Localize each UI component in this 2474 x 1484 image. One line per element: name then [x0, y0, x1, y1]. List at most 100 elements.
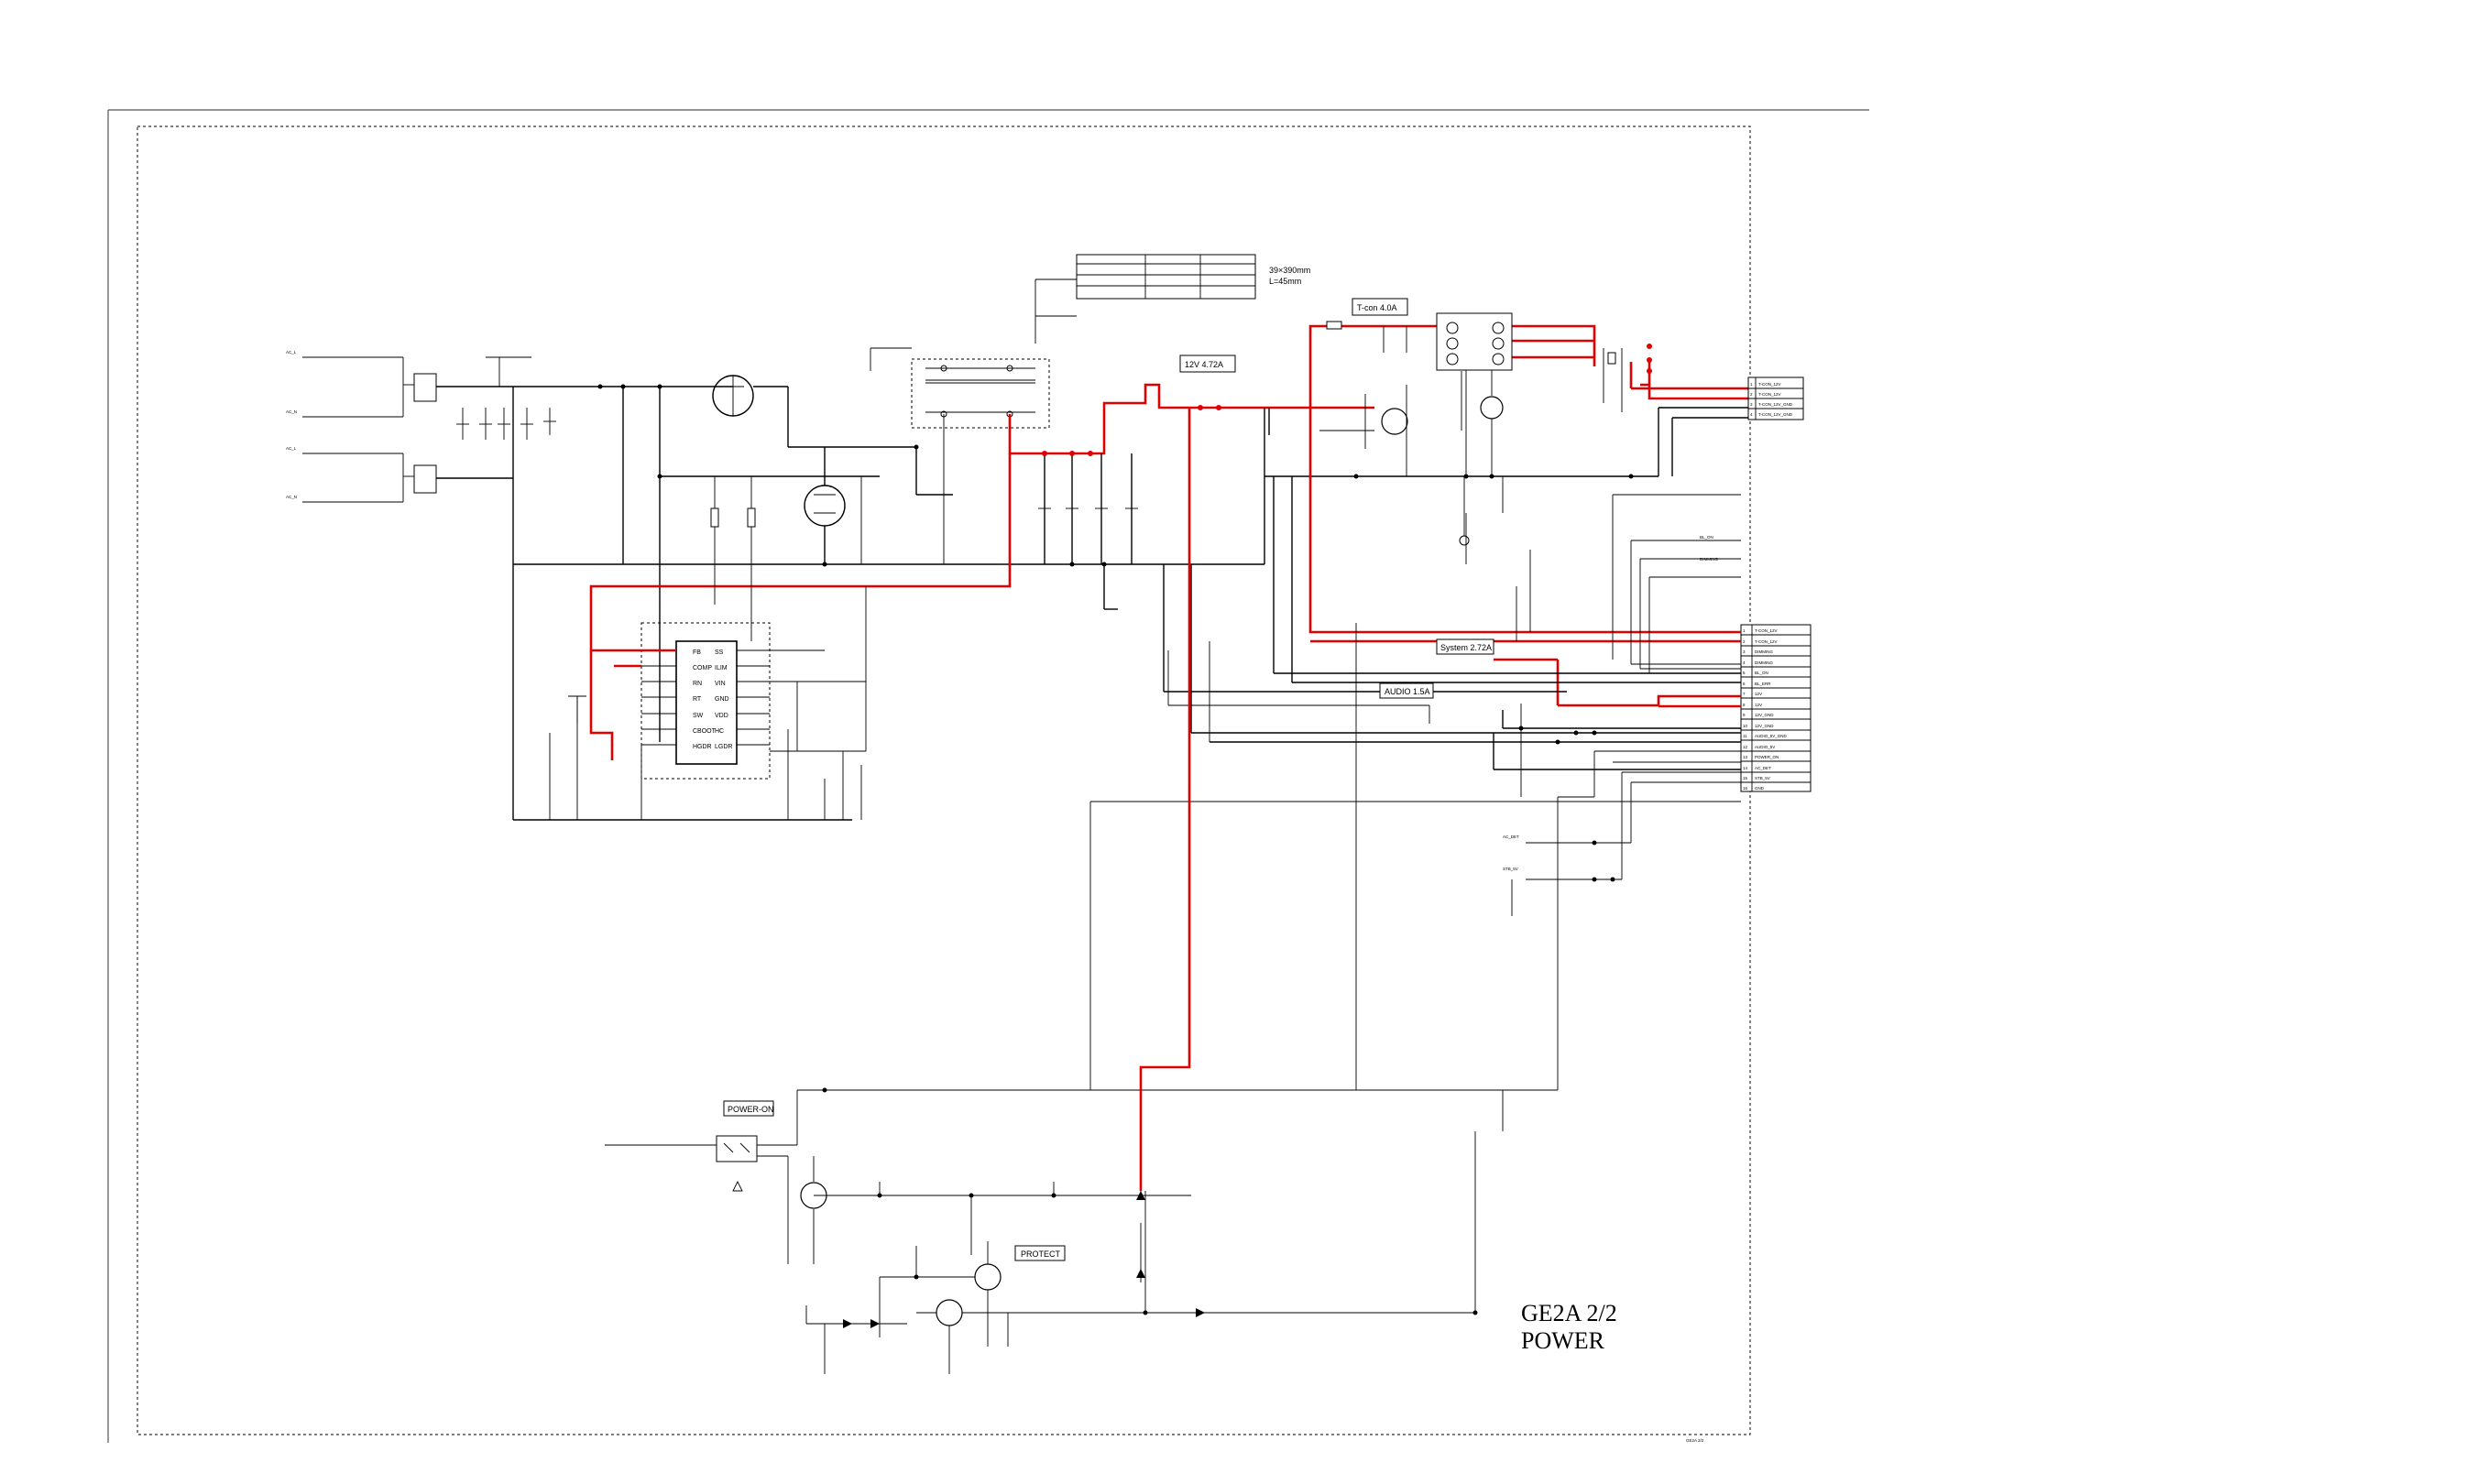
feedback-path-1	[589, 453, 1012, 652]
model-title: GE2A 2/2	[1521, 1300, 1617, 1326]
conn2-signal-6: BL_ERR	[1755, 682, 1771, 686]
protect-box	[1014, 1245, 1066, 1261]
protect-section: PROTECT	[805, 1131, 1476, 1374]
conn1-pin-1: 1	[1750, 382, 1753, 387]
conn2-pin-12: 12	[1743, 745, 1748, 749]
ic-pin-rt: RT	[693, 696, 702, 703]
conn2-pin-16: 16	[1743, 786, 1748, 791]
conn2-signal-5: BL_ON	[1755, 671, 1768, 675]
audio-current-label: AUDIO 1.5A	[1385, 687, 1430, 696]
ic-pin-ss: SS	[715, 649, 724, 656]
ic-pin-lgdr: LGDR	[715, 744, 732, 750]
pcb-dimension-table: 39×390mm L=45mm	[1034, 254, 1310, 344]
system-current-label: System 2.72A	[1440, 643, 1492, 652]
ic-pin-ilim: ILIM	[715, 665, 728, 671]
transistor-q3	[1381, 408, 1408, 435]
conn1-pin-4: 4	[1750, 412, 1753, 417]
ic-pin-sw: SW	[693, 713, 704, 719]
stb-signal: STB_5V	[1503, 867, 1518, 871]
ic-pin-rn: RN	[693, 681, 702, 687]
transistor-q6	[974, 1263, 1002, 1291]
secondary-12v-path	[1008, 383, 1374, 564]
transformer-section	[870, 347, 1050, 564]
conn2-pin-13: 13	[1743, 755, 1748, 759]
fuse	[1326, 321, 1342, 330]
conn2-pin-15: 15	[1743, 776, 1748, 780]
pwm-mosfet-q2	[804, 485, 846, 527]
conn1-signal-3: T-CON_12V_GND	[1758, 402, 1793, 407]
system-current-box	[1436, 638, 1494, 655]
tcon-current-label: T-con 4.0A	[1357, 303, 1397, 312]
conn1-pin-2: 2	[1750, 392, 1753, 397]
standby-red-path	[1139, 408, 1191, 1191]
conn2-signal-3: DIMMING	[1755, 649, 1773, 654]
ic-body	[675, 640, 738, 765]
tcon-section: T-con 4.0A 12V 4.72A	[1179, 298, 1750, 546]
bridge-rectifier-2	[413, 464, 437, 494]
ic-pin-gnd: GND	[715, 696, 729, 703]
conn2-pin-10: 10	[1743, 724, 1748, 728]
conn2-pin-1: 1	[1743, 628, 1746, 633]
conn2-signal-2: T-CON_12V	[1755, 639, 1778, 644]
ac-input-section: AC_L AC_N AC_L AC_N	[286, 350, 733, 564]
ic-pin-cboot: CBOOT	[693, 728, 717, 735]
protect-label: PROTECT	[1021, 1249, 1061, 1259]
feedback-path-2	[589, 650, 614, 760]
drawing-number: GE2A 2/2	[1686, 1438, 1704, 1443]
conn1-pin-3: 3	[1750, 402, 1753, 407]
conn2-signal-4: DIMMING	[1755, 660, 1773, 665]
ac-input-label-3: AC_L	[286, 446, 297, 451]
control-wiring	[512, 540, 867, 821]
conn2-signal-8: 12V	[1755, 703, 1762, 707]
ic-pin-comp: COMP	[693, 665, 712, 671]
ic-pin-fb: FB	[693, 649, 701, 656]
tcon-switch-ic	[1436, 312, 1513, 371]
conn2-signal-15: STB_5V	[1755, 776, 1770, 780]
ic-pin-vin: VIN	[715, 681, 726, 687]
transistor-q7	[936, 1299, 963, 1326]
pcb-size-note: 39×390mm	[1269, 266, 1310, 275]
conn2-signal-1: T-CON_12V	[1755, 628, 1778, 633]
v12-current-label: 12V 4.72A	[1185, 360, 1223, 369]
conn2-signal-7: 12V	[1755, 692, 1762, 696]
pwm-controller-ic: FB COMP RN RT SW CBOOT HGDR SS ILIM VIN …	[640, 622, 771, 780]
optocoupler	[716, 1135, 758, 1162]
audio-current-box	[1379, 682, 1434, 699]
conn2-pin-2: 2	[1743, 639, 1746, 644]
ic-pin-hgdr: HGDR	[693, 744, 712, 750]
conn2-pin-11: 11	[1743, 734, 1747, 738]
conn1-signal-1: T-CON_12V	[1758, 382, 1781, 387]
ic-pin-vdd: VDD	[715, 713, 728, 719]
bridge-rectifier-1	[413, 373, 437, 402]
conn2-signal-16: GND	[1755, 786, 1765, 791]
connector-wiring	[1163, 408, 1741, 879]
conn2-pin-7: 7	[1743, 692, 1746, 696]
standby-wiring	[797, 623, 1741, 1131]
tcon-current-box	[1352, 298, 1408, 316]
ac-input-label-1: AC_L	[286, 350, 297, 355]
conn2-pin-9: 9	[1743, 713, 1746, 717]
power-on-section: POWER-ON	[605, 1090, 1191, 1264]
ac-det-signal: AC_DET	[1503, 835, 1519, 839]
conn2-pin-8: 8	[1743, 703, 1746, 707]
tcon-output-connector: 1 2 3 4 T-CON_12V T-CON_12V T-CON_12V_GN…	[1747, 376, 1804, 420]
junction-dots	[597, 384, 1634, 1315]
ac-input-label-2: AC_N	[286, 409, 297, 414]
section-title: POWER	[1521, 1327, 1605, 1354]
ac-input-label-4: AC_N	[286, 495, 297, 499]
conn1-signal-4: T-CON_12V_GND	[1758, 412, 1793, 417]
conn2-signal-14: AC_DET	[1755, 766, 1771, 770]
conn2-signal-9: 12V_GND	[1755, 713, 1774, 717]
pcb-length-note: L=45mm	[1269, 277, 1301, 286]
conn2-pin-3: 3	[1743, 649, 1746, 654]
conn2-pin-14: 14	[1743, 766, 1748, 770]
v12-current-box	[1179, 355, 1236, 373]
bl-on-signal: BL_ON	[1700, 535, 1713, 540]
conn2-pin-5: 5	[1743, 671, 1746, 675]
dimming-signal: DIMMING	[1700, 557, 1718, 562]
power-on-label: POWER-ON	[728, 1105, 774, 1114]
conn2-signal-11: AUDIO_5V_GND	[1755, 734, 1788, 738]
transistor-q4	[1480, 396, 1504, 420]
right-signal-labels: BL_ON DIMMING AC_DET STB_5V	[1503, 535, 1718, 916]
